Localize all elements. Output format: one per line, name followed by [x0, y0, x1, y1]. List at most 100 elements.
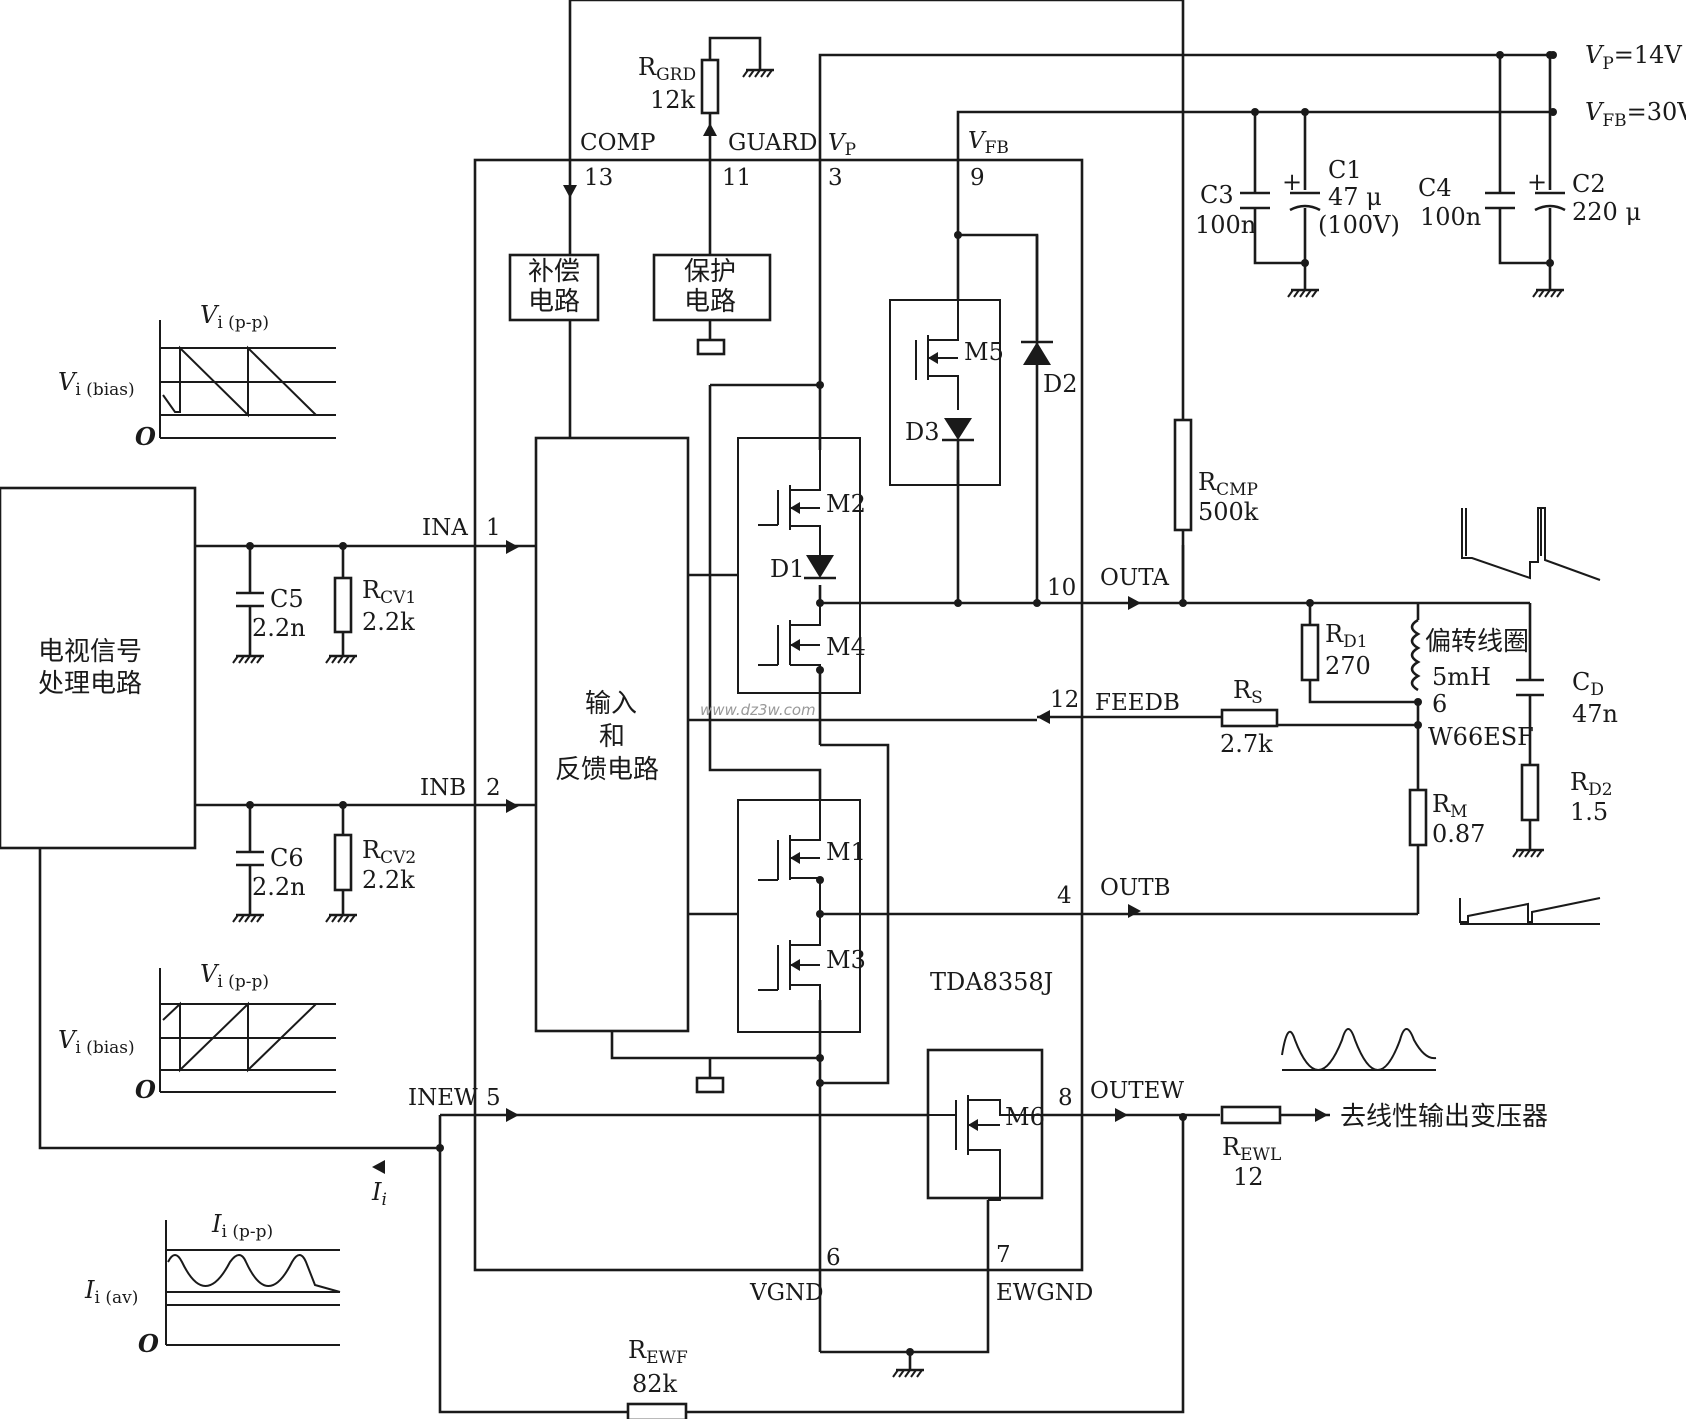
pin-inb-name: INB [420, 775, 466, 801]
mosfet-m1 [758, 800, 821, 914]
tv-block-line2: 处理电路 [38, 669, 142, 699]
pin-comp-name: COMP [580, 130, 655, 156]
resistor-rd1 [1300, 623, 1320, 682]
diode-d2 [1021, 235, 1053, 365]
deflection-coil [1410, 618, 1421, 692]
rcv1-value: 2.2k [362, 608, 415, 636]
m2-label: M2 [826, 490, 866, 518]
capacitor-c3 [1240, 191, 1270, 210]
pin-outb-num: 4 [1057, 883, 1072, 909]
comp-block-line2: 电路 [528, 287, 580, 317]
pin-guard-num: 11 [722, 165, 751, 191]
comp-block-line1: 补偿 [528, 257, 580, 287]
resistor-rgrd [700, 58, 720, 115]
waveform-outa [1461, 507, 1601, 581]
capacitor-cd [1516, 678, 1544, 697]
compensation-block [508, 253, 600, 322]
diode-d3 [942, 418, 974, 485]
resistor-rm [1408, 788, 1428, 847]
waveform-outb [1459, 897, 1601, 925]
vp-supply-label: VP=14V [1585, 41, 1682, 74]
c3-value: 100n [1195, 211, 1256, 239]
g2-pp-label: Vi (p-p) [200, 960, 269, 992]
input-current-label: Ii [371, 1178, 387, 1210]
pin-comp-num: 13 [584, 165, 613, 191]
input-wiring [38, 544, 1185, 1414]
input-block-line3: 反馈电路 [555, 755, 659, 785]
pin-outa-num: 10 [1047, 575, 1076, 601]
resistor-rewf [626, 1402, 688, 1419]
capacitor-c2: + [1527, 168, 1566, 212]
c1-value2: (100V) [1318, 211, 1400, 239]
pin-ina-name: INA [422, 515, 468, 541]
pin-feedb-name: FEEDB [1095, 690, 1180, 716]
c5-value: 2.2n [252, 614, 306, 642]
guard-block [652, 253, 772, 322]
resistor-rcv1 [333, 576, 353, 634]
pin-feedb-num: 12 [1050, 687, 1079, 713]
cd-label: CD [1572, 668, 1604, 700]
output-stage-wiring [610, 233, 1530, 1370]
rcv2-label: RCV2 [362, 836, 416, 868]
d2-label: D2 [1043, 370, 1078, 398]
m6-label: M6 [1005, 1103, 1045, 1131]
waveform-graph-3 [165, 1220, 341, 1346]
c2-name: C2 [1572, 170, 1606, 198]
m4-label: M4 [826, 633, 866, 661]
input-block-line1: 输入 [585, 689, 637, 719]
pin-inew-name: INEW [408, 1085, 478, 1111]
c3-name: C3 [1200, 181, 1234, 209]
svg-text:+: + [1527, 168, 1547, 196]
g2-bias-label: Vi (bias) [58, 1026, 135, 1058]
rs-value: 2.7k [1220, 730, 1273, 758]
m1-m3-box [737, 799, 861, 1033]
guard-block-line1: 保护 [684, 257, 736, 287]
c1-value: 47 μ [1328, 183, 1382, 211]
pin-vp-name: VP [828, 130, 856, 160]
pin-outa-name: OUTA [1100, 565, 1169, 591]
g3-origin: O [138, 1329, 159, 1358]
g1-pp-label: Vi (p-p) [200, 301, 269, 333]
resistor-rcv2 [333, 833, 353, 892]
m5-d3-box [889, 299, 1001, 486]
pin-vgnd-name: VGND [749, 1280, 824, 1306]
rcv1-label: RCV1 [362, 576, 416, 608]
g3-bias-label: Ii (av) [84, 1276, 138, 1308]
c4-name: C4 [1418, 174, 1452, 202]
pin-vp-num: 3 [828, 165, 843, 191]
pin-vfb-name: VFB [968, 128, 1009, 158]
guard-terminal [696, 338, 726, 356]
pin-guard-name: GUARD [728, 130, 817, 156]
watermark: www.dz3w.com [700, 701, 816, 719]
coil-part: W66ESF [1428, 723, 1534, 751]
pin-outew-name: OUTEW [1090, 1078, 1184, 1104]
c2-value: 220 μ [1572, 198, 1641, 226]
mosfet-m4 [758, 603, 821, 670]
vgnd-terminal [695, 1076, 725, 1094]
pin-vgnd-num: 6 [826, 1245, 841, 1271]
resistor-rd2 [1520, 763, 1540, 822]
pin-inew-num: 5 [486, 1085, 501, 1111]
mosfet-m3 [758, 914, 821, 1000]
m1-label: M1 [826, 838, 866, 866]
coil-value: 5mH [1432, 663, 1491, 691]
rgrd-value: 12k [650, 86, 696, 114]
g2-origin: O [135, 1075, 156, 1104]
supply-wiring [568, 0, 1553, 600]
c6-name: C6 [270, 844, 304, 872]
rcv2-value: 2.2k [362, 866, 415, 894]
vfb-supply-label: VFB=30V [1585, 98, 1686, 131]
junction-dots [246, 51, 1557, 1356]
pin-outew-num: 8 [1058, 1085, 1073, 1111]
mosfet-m5 [915, 300, 959, 410]
mosfet-m6 [928, 1095, 1042, 1201]
d3-label: D3 [905, 418, 940, 446]
resistor-rewl [1220, 1105, 1282, 1125]
pin-vfb-num: 9 [970, 165, 985, 191]
pin-outb-name: OUTB [1100, 875, 1170, 901]
chip-outline [473, 158, 1084, 1272]
c6-value: 2.2n [252, 873, 306, 901]
waveform-graph-2 [159, 968, 336, 1093]
tv-block-line1: 电视信号 [38, 637, 142, 667]
